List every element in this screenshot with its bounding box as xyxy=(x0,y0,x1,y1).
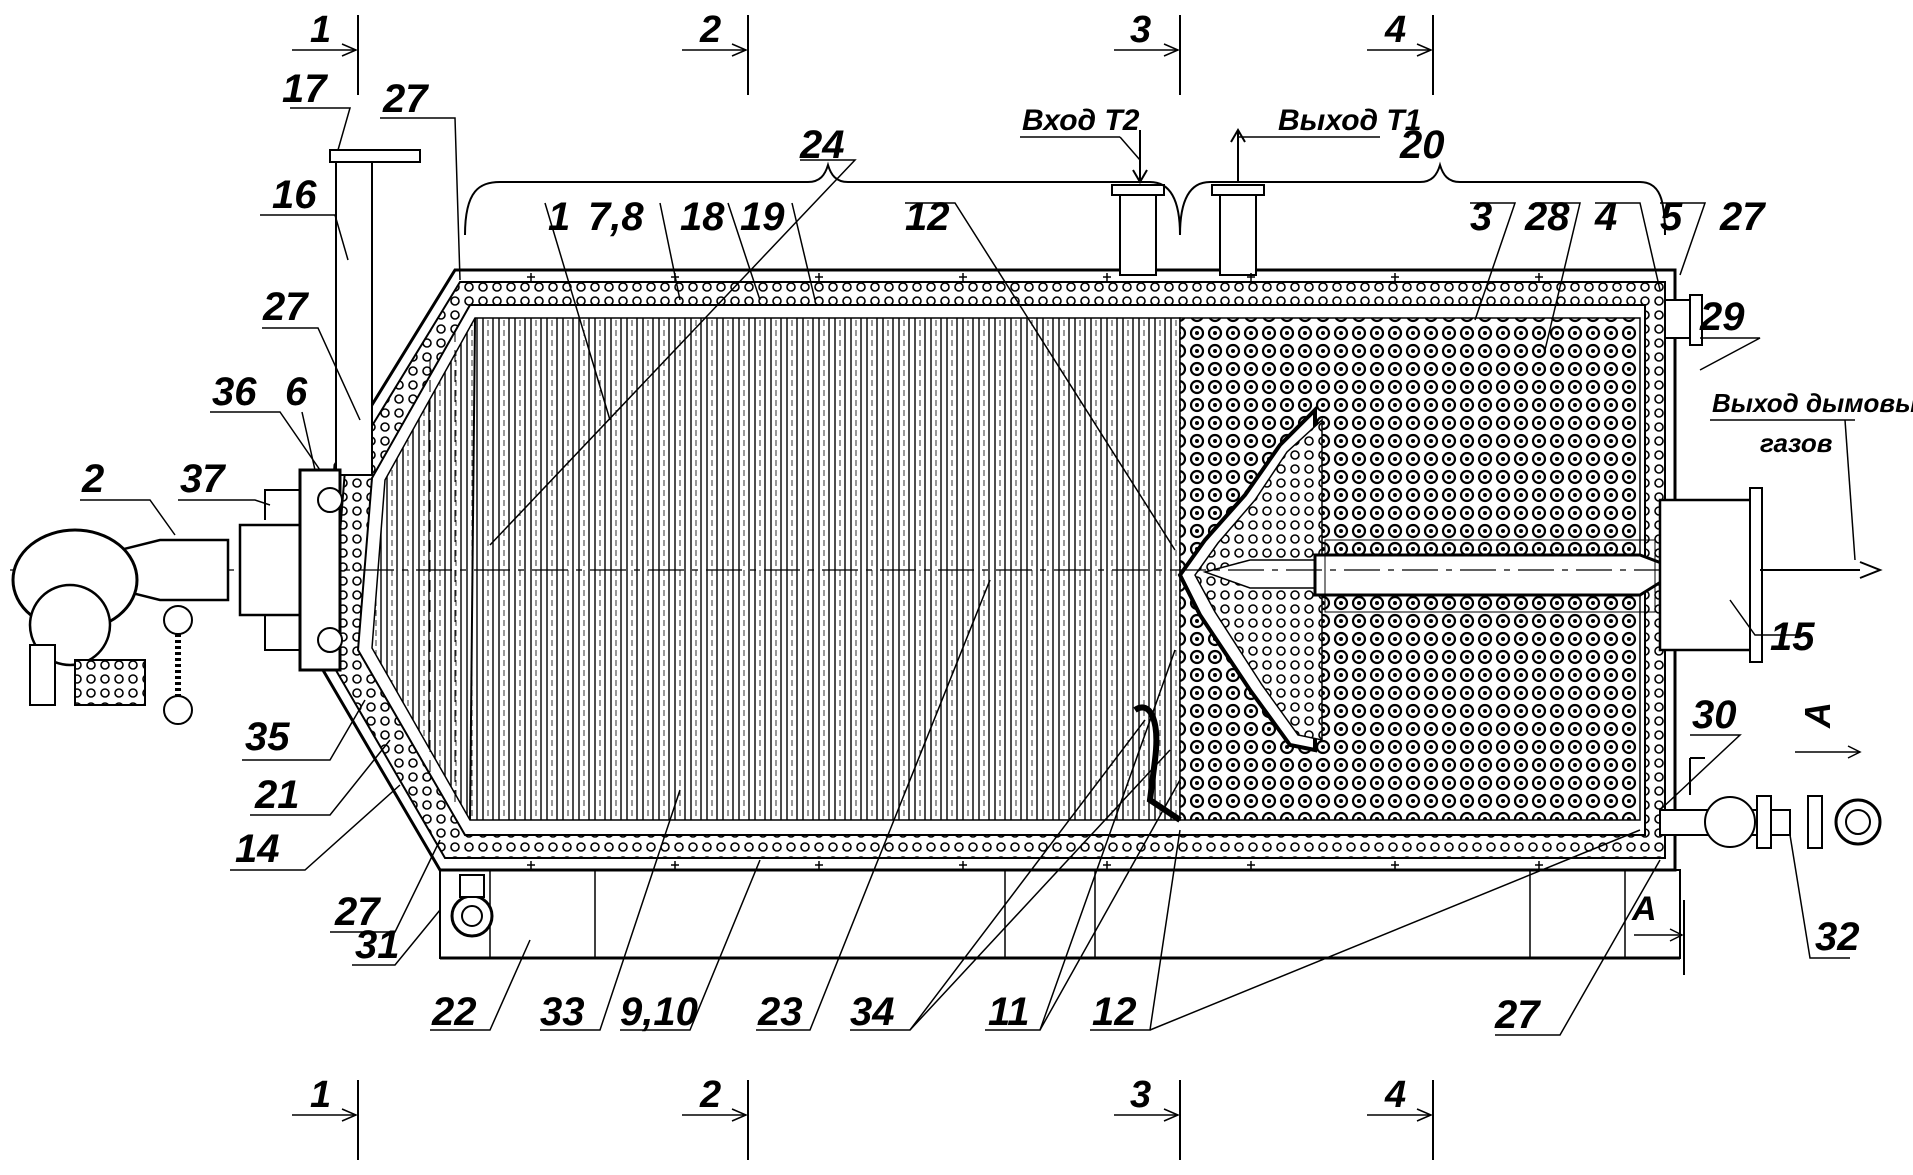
burner-assembly xyxy=(11,468,343,725)
callout: 31 xyxy=(355,923,400,967)
section-markers-bottom: 1 2 3 4 xyxy=(292,1074,1434,1160)
callout: 16 xyxy=(272,173,317,217)
section-label: 3 xyxy=(1130,1074,1151,1116)
casing-fastener-marks xyxy=(527,273,1543,869)
callout: 35 xyxy=(245,715,290,759)
view-label: A xyxy=(1797,702,1838,729)
callout: 6 xyxy=(285,370,308,414)
callout: 27 xyxy=(382,77,429,121)
callout: 11 xyxy=(988,990,1030,1034)
callout: 34 xyxy=(850,990,895,1034)
callout: 19 xyxy=(740,195,785,239)
callout: 14 xyxy=(235,827,280,871)
section-label: 2 xyxy=(699,9,721,51)
section-label: 3 xyxy=(1130,9,1151,51)
section-marker: 1 xyxy=(292,9,359,95)
section-marker: 3 xyxy=(1114,9,1181,95)
callout: 12 xyxy=(1092,990,1137,1034)
callout: 17 xyxy=(282,67,328,111)
outlet-t1-label: Выход Т1 xyxy=(1278,104,1421,137)
callout: 22 xyxy=(431,990,477,1034)
callout: 4 xyxy=(1594,195,1617,239)
callout: 37 xyxy=(180,457,226,501)
callout: 1 xyxy=(548,195,570,239)
flue-outlet-nozzle xyxy=(1658,487,1883,663)
support-frame xyxy=(439,869,1681,960)
callout: 2 xyxy=(81,457,104,501)
section-label: 1 xyxy=(310,9,331,51)
flue-gas-label-1: Выход дымовых xyxy=(1712,388,1913,418)
section-label: 1 xyxy=(310,1074,331,1116)
section-marker: 4 xyxy=(1367,1074,1434,1160)
callout: 15 xyxy=(1770,615,1815,659)
section-label: 4 xyxy=(1384,9,1406,51)
callout: 30 xyxy=(1692,693,1737,737)
chimney-pipe xyxy=(329,149,421,476)
callout: 21 xyxy=(254,773,300,817)
callout: 24 xyxy=(799,123,845,167)
section-label: 2 xyxy=(699,1074,721,1116)
section-marker: 2 xyxy=(682,9,749,95)
callout: 5 xyxy=(1660,195,1683,239)
callout: 33 xyxy=(540,990,585,1034)
section-marker: 3 xyxy=(1114,1074,1181,1160)
flow-labels: Вход Т2 Выход Т1 Выход дымовых газов xyxy=(1020,104,1913,561)
callout: 12 xyxy=(905,195,950,239)
group-braces xyxy=(464,161,1666,236)
section-marker: 2 xyxy=(682,1074,749,1160)
section-markers-top: 1 2 3 4 xyxy=(292,9,1434,95)
bottom-pipework xyxy=(450,704,1882,938)
top-nozzles xyxy=(1111,128,1703,346)
furnace-tube-bank xyxy=(371,317,1181,821)
flue-gas-cone xyxy=(1177,405,1684,753)
callout: 28 xyxy=(1524,195,1570,239)
section-marker: 4 xyxy=(1367,9,1434,95)
callout: 9,10 xyxy=(620,990,698,1034)
section-label: 4 xyxy=(1384,1074,1406,1116)
inlet-t2-label: Вход Т2 xyxy=(1022,104,1140,137)
callout: 18 xyxy=(680,195,725,239)
callout: 23 xyxy=(757,990,803,1034)
section-marker: 1 xyxy=(292,1074,359,1160)
flue-gas-label-2: газов xyxy=(1760,428,1833,458)
callout-labels: 17 16 27 27 36 6 37 2 24 1 7,8 18 19 12 … xyxy=(81,67,1860,1037)
callout: 20 xyxy=(1399,123,1445,167)
callout: 27 xyxy=(1719,195,1766,239)
callout: 27 xyxy=(334,890,381,934)
callout: 27 xyxy=(1494,993,1541,1037)
callout: 7,8 xyxy=(588,195,644,239)
callout: 36 xyxy=(212,370,257,414)
callout: 27 xyxy=(262,285,309,329)
callout: 32 xyxy=(1815,915,1860,959)
leader-lines xyxy=(80,107,1850,1036)
view-a-markers: A A xyxy=(1631,702,1862,975)
callout: 29 xyxy=(1699,295,1745,339)
callout: 3 xyxy=(1470,195,1492,239)
view-label: A xyxy=(1631,890,1657,928)
